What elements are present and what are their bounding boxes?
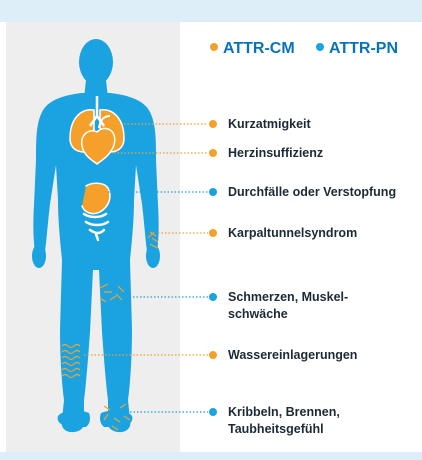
symptom-label: Herzinsuffizienz bbox=[228, 145, 323, 162]
legend-attr-cm: ATTR-CM bbox=[210, 40, 295, 58]
symptom-label: Kurzatmigkeit bbox=[228, 116, 311, 133]
legend-dot-icon bbox=[316, 43, 324, 51]
symptom-label: Kribbeln, Brennen, Taubheitsgefühl bbox=[228, 404, 340, 438]
symptom-label: Schmerzen, Muskel- schwäche bbox=[228, 289, 348, 323]
leader-dots bbox=[209, 120, 217, 416]
legend-dot-icon bbox=[210, 43, 218, 51]
legend-attr-pn: ATTR-PN bbox=[316, 40, 398, 58]
symptom-label: Karpaltunnelsyndrom bbox=[228, 225, 357, 242]
symptom-label: Durchfälle oder Verstopfung bbox=[228, 184, 396, 201]
symptom-label: Wassereinlagerungen bbox=[228, 347, 357, 364]
